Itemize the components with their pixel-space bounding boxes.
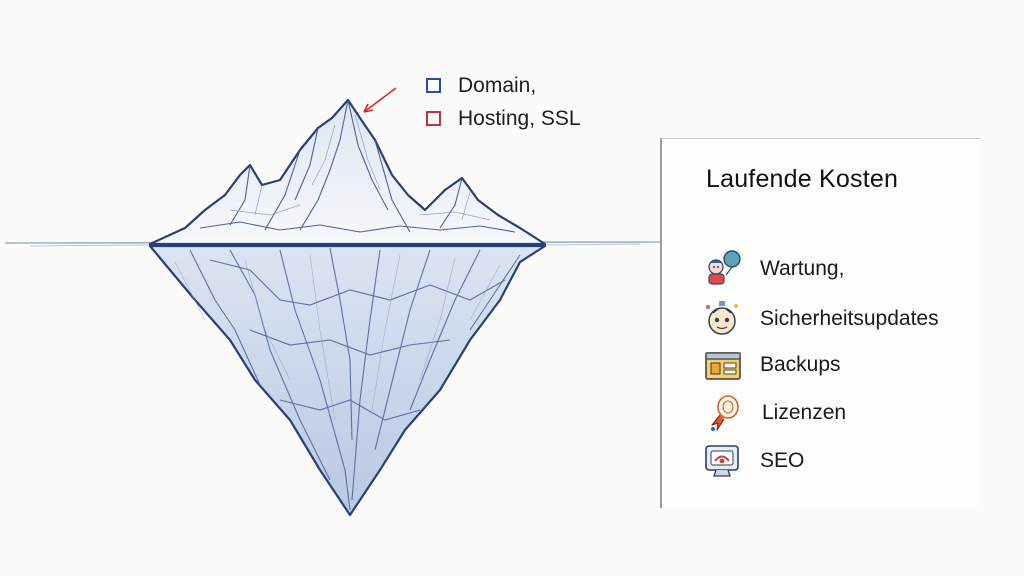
cost-item-lizenzen: Lizenzen: [702, 393, 972, 433]
cost-label-lizenzen: Lizenzen: [762, 401, 847, 424]
cost-label-sicherheitsupdates: Sicherheitsupdates: [760, 307, 939, 330]
cost-label-backups: Backups: [760, 353, 841, 376]
annotation-label-hosting: Hosting, SSL: [458, 107, 581, 130]
annotation-label-domain: Domain,: [458, 74, 537, 97]
panel-title: Laufende Kosten: [706, 165, 899, 193]
cost-item-wartung: Wartung,: [702, 249, 972, 289]
running-costs-panel: Laufende Kosten Wartung, Sicherheitsupda…: [660, 138, 980, 508]
domain-checkbox-icon: [426, 78, 441, 93]
cost-item-sicherheitsupdates: Sicherheitsupdates: [702, 299, 972, 339]
maintenance-icon: [708, 250, 741, 285]
iceberg-underwater: [148, 244, 547, 517]
cost-label-wartung: Wartung,: [760, 257, 845, 280]
cost-item-seo: SEO: [702, 441, 972, 481]
cost-label-seo: SEO: [760, 449, 805, 472]
backup-icon: [705, 352, 741, 380]
hosting-checkbox-icon: [426, 111, 441, 126]
license-icon: [711, 395, 739, 431]
annotation-arrow: [363, 87, 397, 113]
iceberg-tip: [148, 98, 547, 246]
seo-icon: [705, 445, 739, 477]
security-icon: [706, 301, 738, 335]
cost-item-backups: Backups: [702, 345, 972, 385]
